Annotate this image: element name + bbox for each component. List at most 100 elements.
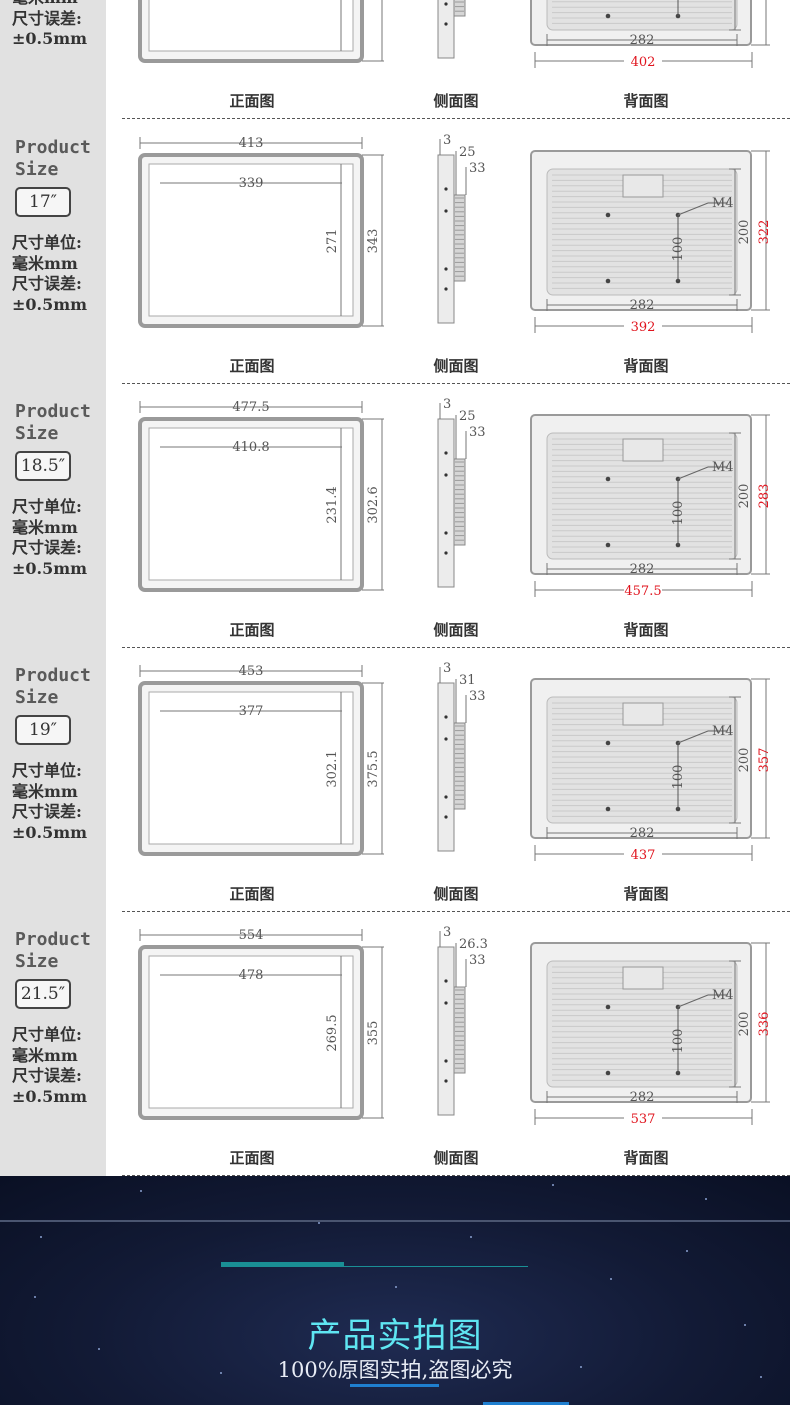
back-hole-height: 200: [737, 748, 752, 773]
side-screw: [444, 187, 448, 191]
side-screw: [444, 795, 448, 799]
side-screw: [444, 737, 448, 741]
side-total: 33: [469, 689, 486, 704]
unit-notes: 尺寸单位: 毫米mm 尺寸误差: ±0.5mm: [12, 233, 88, 314]
back-outer-height: 322: [757, 220, 772, 245]
caption-side: 侧面图: [433, 92, 479, 110]
front-inner-width: 478: [239, 968, 264, 983]
side-top: 3: [443, 133, 451, 148]
side-screw: [444, 209, 448, 213]
star: [744, 1324, 746, 1326]
front-screen: [148, 0, 354, 52]
screen-size-badge: 17″: [15, 187, 71, 217]
caption-side: 侧面图: [433, 621, 479, 639]
side-profile: [437, 682, 455, 852]
footer-banner: 产品实拍图 100%原图实拍,盗图必究: [0, 1176, 790, 1405]
size-section: 毫米mm 尺寸误差: ±0.5mm 282 402 正面图 侧面图 背面图: [0, 0, 790, 119]
side-screw: [444, 473, 448, 477]
vesa-hole: [605, 476, 611, 482]
caption-front: 正面图: [229, 92, 275, 110]
back-port-cover: [622, 702, 664, 726]
side-screw: [444, 2, 448, 6]
side-screw: [444, 451, 448, 455]
product-label: Product: [15, 929, 91, 950]
side-screw: [444, 22, 448, 26]
caption-back: 背面图: [623, 621, 669, 639]
side-top: 3: [443, 925, 451, 940]
screw-spec: M4: [712, 988, 734, 1003]
section-divider: [122, 118, 790, 119]
back-outer-width: 402: [631, 55, 656, 70]
side-total: 33: [469, 953, 486, 968]
side-screw: [444, 1079, 448, 1083]
label-mask: [624, 53, 662, 69]
unit-notes: 毫米mm 尺寸误差: ±0.5mm: [12, 0, 88, 48]
front-screen: [148, 691, 354, 845]
back-hole-height: 200: [737, 220, 752, 245]
star: [580, 1366, 582, 1368]
caption-front: 正面图: [229, 1149, 275, 1167]
label-mask: [624, 318, 662, 334]
back-port-cover: [622, 174, 664, 198]
side-screw: [444, 979, 448, 983]
side-heatsink: [453, 722, 466, 810]
vesa-spacing: 100: [671, 501, 686, 526]
footer-title: 产品实拍图: [307, 1316, 483, 1356]
caption-back: 背面图: [623, 357, 669, 375]
caption-back: 背面图: [623, 92, 669, 110]
front-screen: [148, 427, 354, 581]
side-heatsink: [453, 194, 466, 282]
vesa-spacing: 100: [671, 237, 686, 262]
product-label: Product: [15, 665, 91, 686]
side-depth: 25: [459, 409, 476, 424]
side-screw: [444, 1059, 448, 1063]
back-hole-width: 282: [630, 298, 655, 313]
back-hole-width: 282: [630, 33, 655, 48]
back-vent-area: [546, 696, 738, 824]
back-outer-height: 283: [757, 484, 772, 509]
back-hole-width: 282: [630, 826, 655, 841]
back-port-cover: [622, 438, 664, 462]
front-outer-height: 355: [366, 1021, 381, 1046]
caption-back: 背面图: [623, 1149, 669, 1167]
caption-side: 侧面图: [433, 357, 479, 375]
vesa-hole: [605, 542, 611, 548]
side-profile: [437, 154, 455, 324]
screen-size-badge: 18.5″: [15, 451, 71, 481]
star: [98, 1348, 100, 1350]
product-label: Product: [15, 137, 91, 158]
back-outer-width: 437: [631, 848, 656, 863]
side-total: 33: [469, 161, 486, 176]
star: [686, 1250, 688, 1252]
back-outer-width: 457.5: [624, 584, 661, 599]
front-inner-height: 302.1: [325, 750, 340, 787]
caption-front: 正面图: [229, 621, 275, 639]
footer-underline: [350, 1384, 439, 1387]
caption-side: 侧面图: [433, 1149, 479, 1167]
front-inner-height: 269.5: [325, 1014, 340, 1051]
footer-subtitle: 100%原图实拍,盗图必究: [277, 1358, 513, 1382]
star: [552, 1184, 554, 1186]
side-screw: [444, 287, 448, 291]
side-screw: [444, 815, 448, 819]
front-outer-height: 343: [366, 229, 381, 254]
front-inner-width: 410.8: [232, 440, 269, 455]
back-outer-width: 392: [631, 320, 656, 335]
screen-size-badge: 21.5″: [15, 979, 71, 1009]
dimension-line: [677, 730, 709, 744]
side-depth: 25: [459, 145, 476, 160]
star: [318, 1222, 320, 1224]
